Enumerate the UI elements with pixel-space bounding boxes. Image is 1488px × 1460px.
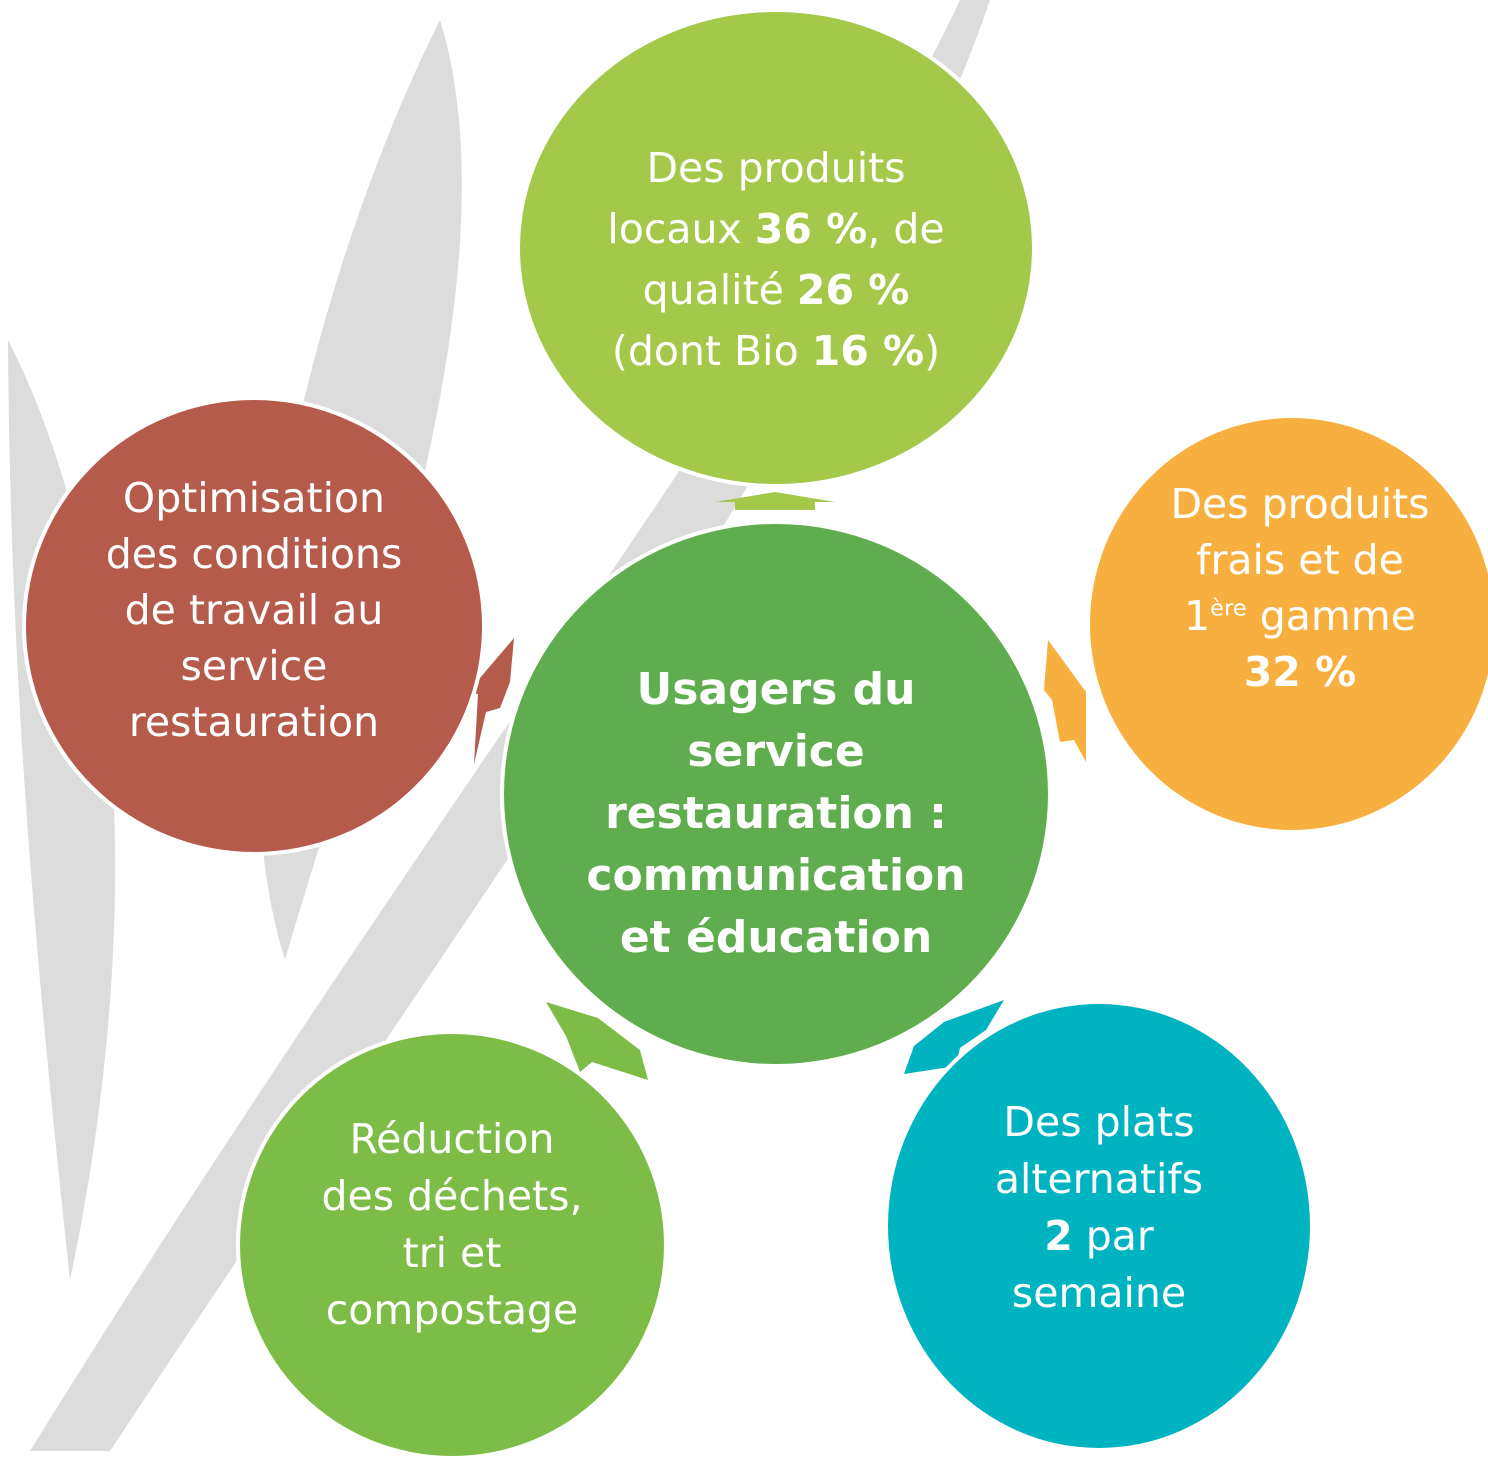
center-line-4: communication bbox=[586, 850, 966, 901]
center-line-1: Usagers du bbox=[636, 664, 916, 715]
alternative-dishes-circle: Des plats alternatifs 2 par semaine bbox=[884, 1000, 1314, 1452]
waste-reduction-text: Réduction des déchets, tri et compostage bbox=[321, 1111, 582, 1339]
fresh-products-percent: 32 % bbox=[1243, 648, 1357, 696]
alternative-dishes-line-1: Des plats bbox=[1003, 1098, 1195, 1146]
alternative-dishes-line-3: 2 par bbox=[995, 1208, 1203, 1265]
range-label: gamme bbox=[1246, 592, 1416, 640]
waste-reduction-line-1: Réduction bbox=[349, 1115, 555, 1163]
local-products-line-4: (dont Bio 16 %) bbox=[607, 321, 944, 382]
local-products-line-2: locaux 36 %, de bbox=[607, 199, 944, 260]
waste-reduction-line-3: tri et bbox=[402, 1229, 502, 1277]
waste-reduction-line-4: compostage bbox=[325, 1286, 579, 1334]
arrow-to-left bbox=[468, 638, 514, 764]
alternative-dishes-per: par bbox=[1072, 1212, 1154, 1260]
bio-suffix: ) bbox=[924, 327, 941, 375]
center-line-3: restauration : bbox=[605, 788, 947, 839]
alternative-dishes-count: 2 bbox=[1044, 1212, 1073, 1260]
fresh-products-line-3: 1ère gamme bbox=[1170, 588, 1429, 644]
local-products-line-3: qualité 26 % bbox=[607, 260, 944, 321]
arrow-to-bottom-left bbox=[546, 1002, 648, 1080]
arrow-to-right bbox=[1044, 640, 1086, 762]
working-conditions-line-1: Optimisation bbox=[122, 474, 386, 522]
center-line-5: et éducation bbox=[619, 912, 933, 963]
working-conditions-line-5: restauration bbox=[128, 698, 380, 746]
local-products-suffix: , de bbox=[867, 205, 945, 253]
fresh-products-text: Des produits frais et de 1ère gamme 32 % bbox=[1170, 476, 1429, 700]
working-conditions-line-3: de travail au bbox=[124, 586, 384, 634]
working-conditions-text: Optimisation des conditions de travail a… bbox=[106, 470, 403, 750]
local-products-percent: 36 % bbox=[754, 205, 868, 253]
fresh-products-line-1: Des produits bbox=[1170, 480, 1430, 528]
alternative-dishes-text: Des plats alternatifs 2 par semaine bbox=[995, 1094, 1203, 1322]
local-products-text: Des produits locaux 36 %, de qualité 26 … bbox=[607, 138, 944, 382]
arrow-to-bottom-right bbox=[904, 1000, 1004, 1074]
working-conditions-line-4: service bbox=[180, 642, 328, 690]
quality-percent: 26 % bbox=[796, 266, 910, 314]
range-number: 1 bbox=[1184, 592, 1211, 640]
local-products-circle: Des produits locaux 36 %, de qualité 26 … bbox=[516, 8, 1036, 488]
bio-label: (dont Bio bbox=[611, 327, 812, 375]
local-products-label: locaux bbox=[607, 205, 755, 253]
alternative-dishes-line-2: alternatifs bbox=[994, 1155, 1204, 1203]
arrow-to-top bbox=[715, 492, 835, 510]
center-users-text: Usagers du service restauration : commun… bbox=[586, 659, 965, 969]
working-conditions-circle: Optimisation des conditions de travail a… bbox=[22, 396, 486, 856]
alternative-dishes-line-4: semaine bbox=[1011, 1269, 1187, 1317]
waste-reduction-circle: Réduction des déchets, tri et compostage bbox=[236, 1030, 668, 1460]
working-conditions-line-2: des conditions bbox=[105, 530, 403, 578]
bio-percent: 16 % bbox=[811, 327, 925, 375]
center-line-2: service bbox=[687, 726, 865, 777]
fresh-products-line-2: frais et de bbox=[1196, 536, 1404, 584]
range-superscript: ère bbox=[1210, 595, 1247, 622]
local-products-line-1: Des produits bbox=[646, 144, 906, 192]
fresh-products-circle: Des produits frais et de 1ère gamme 32 % bbox=[1086, 414, 1488, 834]
waste-reduction-line-2: des déchets, bbox=[321, 1172, 583, 1220]
center-users-circle: Usagers du service restauration : commun… bbox=[500, 520, 1052, 1068]
quality-label: qualité bbox=[642, 266, 797, 314]
